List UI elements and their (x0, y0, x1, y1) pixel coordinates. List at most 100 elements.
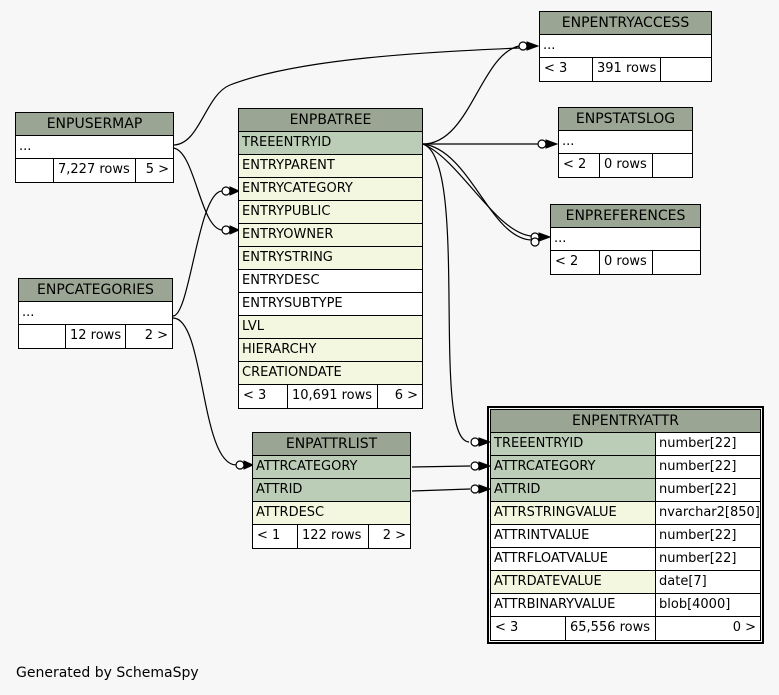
children-count (653, 251, 700, 274)
column-type: number[22] (655, 525, 760, 547)
edge-categories-attrcategory (172, 317, 237, 466)
table-enpentryaccess[interactable]: ENPENTRYACCESS ... < 3 391 rows (539, 11, 712, 82)
table-title: ENPENTRYATTR (491, 410, 760, 433)
table-enppreferences[interactable]: ENPREFERENCES ... < 2 0 rows (550, 204, 701, 275)
edge-end-circle (235, 460, 245, 470)
column-attrdesc: ATTRDESC (256, 505, 325, 520)
children-count: 2 > (144, 328, 168, 343)
edge-end-circle (221, 186, 231, 196)
column-type: number[22] (655, 479, 760, 501)
table-enpstatslog[interactable]: ENPSTATSLOG ... < 2 0 rows (558, 107, 693, 178)
columns-ellipsis: ... (562, 134, 575, 149)
columns-ellipsis: ... (19, 139, 32, 154)
edge-end-circle (530, 237, 540, 247)
column-type: number[22] (655, 433, 760, 455)
column-treeentryid: TREEENTRYID (242, 135, 332, 150)
column-entrydesc: ENTRYDESC (242, 273, 320, 288)
table-title: ENPREFERENCES (551, 205, 700, 228)
edge-usermap-entryowner (172, 147, 223, 231)
edge-end-circle (518, 41, 528, 51)
column-attrid: ATTRID (256, 482, 303, 497)
table-title: ENPCATEGORIES (19, 279, 172, 302)
children-count: 2 > (382, 528, 406, 543)
table-title: ENPUSERMAP (16, 113, 173, 136)
edge-end-circle (470, 484, 480, 494)
table-enpcategories[interactable]: ENPCATEGORIES ... 12 rows 2 > (18, 278, 173, 349)
edge-treeentryid-preferences-a (422, 143, 532, 241)
columns-ellipsis: ... (543, 38, 556, 53)
column-type: number[22] (655, 548, 760, 570)
column-entrysubtype: ENTRYSUBTYPE (242, 296, 343, 311)
parents-count: < 3 (491, 617, 566, 640)
column-lvl: LVL (242, 319, 264, 334)
row-count: 391 rows (593, 58, 661, 81)
column-attrbinaryvalue: ATTRBINARYVALUE (491, 594, 655, 616)
parents-count: < 3 (239, 385, 288, 408)
edge-end-circle (221, 225, 231, 235)
children-count (653, 154, 692, 177)
parents-count (19, 325, 66, 348)
column-type: number[22] (655, 456, 760, 478)
edge-end-circle (470, 461, 480, 471)
table-title: ENPSTATSLOG (559, 108, 692, 131)
columns-ellipsis: ... (554, 231, 567, 246)
edge-attrid-entryattr (411, 488, 471, 492)
parents-count (16, 159, 54, 182)
column-treeentryid: TREEENTRYID (491, 433, 655, 455)
column-entryparent: ENTRYPARENT (242, 158, 335, 173)
column-type: blob[4000] (655, 594, 760, 616)
table-enpusermap[interactable]: ENPUSERMAP ... 7,227 rows 5 > (15, 112, 174, 183)
row-count: 12 rows (66, 325, 126, 348)
edge-attrcategory-entryattr (411, 465, 471, 468)
column-entrypublic: ENTRYPUBLIC (242, 204, 331, 219)
edge-arrow (538, 232, 552, 242)
row-count: 122 rows (298, 525, 369, 548)
column-entryowner: ENTRYOWNER (242, 227, 334, 242)
row-count: 0 rows (600, 154, 653, 177)
edge-arrow (229, 225, 241, 235)
table-enpbatree[interactable]: ENPBATREE TREEENTRYID ENTRYPARENT ENTRYC… (238, 108, 423, 409)
table-title: ENPATTRLIST (253, 433, 410, 456)
column-attrstringvalue: ATTRSTRINGVALUE (491, 502, 655, 524)
parents-count: < 2 (559, 154, 600, 177)
column-attrid: ATTRID (491, 479, 655, 501)
columns-ellipsis: ... (22, 305, 35, 320)
edge-treeentryid-entryattr (422, 143, 470, 443)
column-attrintvalue: ATTRINTVALUE (491, 525, 655, 547)
edge-arrow (229, 186, 241, 196)
edge-arrow (478, 437, 492, 447)
row-count: 65,556 rows (566, 617, 656, 640)
edge-categories-entrycategory (172, 190, 223, 317)
children-count: 6 > (394, 388, 418, 403)
column-creationdate: CREATIONDATE (242, 365, 342, 380)
column-type: date[7] (655, 571, 760, 593)
column-attrcategory: ATTRCATEGORY (491, 456, 655, 478)
edge-arrow (545, 139, 559, 149)
column-type: nvarchar2[850] (655, 502, 760, 524)
edge-usermap-entryaccess (172, 47, 520, 146)
row-count: 7,227 rows (54, 159, 136, 182)
column-attrfloatvalue: ATTRFLOATVALUE (491, 548, 655, 570)
column-hierarchy: HIERARCHY (242, 342, 317, 357)
table-enpattrlist[interactable]: ENPATTRLIST ATTRCATEGORY ATTRID ATTRDESC… (252, 432, 411, 549)
column-attrcategory: ATTRCATEGORY (256, 459, 358, 474)
row-count: 0 rows (600, 251, 653, 274)
edge-arrow (243, 460, 255, 470)
edge-end-circle (537, 139, 547, 149)
parents-count: < 2 (551, 251, 600, 274)
edge-arrow (478, 484, 492, 494)
row-count: 10,691 rows (288, 385, 378, 408)
column-entrycategory: ENTRYCATEGORY (242, 181, 353, 196)
column-entrystring: ENTRYSTRING (242, 250, 333, 265)
edge-treeentryid-entryaccess (422, 45, 520, 145)
children-count: 0 > (732, 620, 756, 635)
table-title: ENPENTRYACCESS (540, 12, 711, 35)
children-count (661, 58, 711, 81)
edge-end-circle (470, 437, 480, 447)
parents-count: < 3 (540, 58, 593, 81)
parents-count: < 1 (253, 525, 298, 548)
generated-by-credit: Generated by SchemaSpy (16, 665, 199, 681)
edge-treeentryid-preferences-b (422, 143, 532, 237)
